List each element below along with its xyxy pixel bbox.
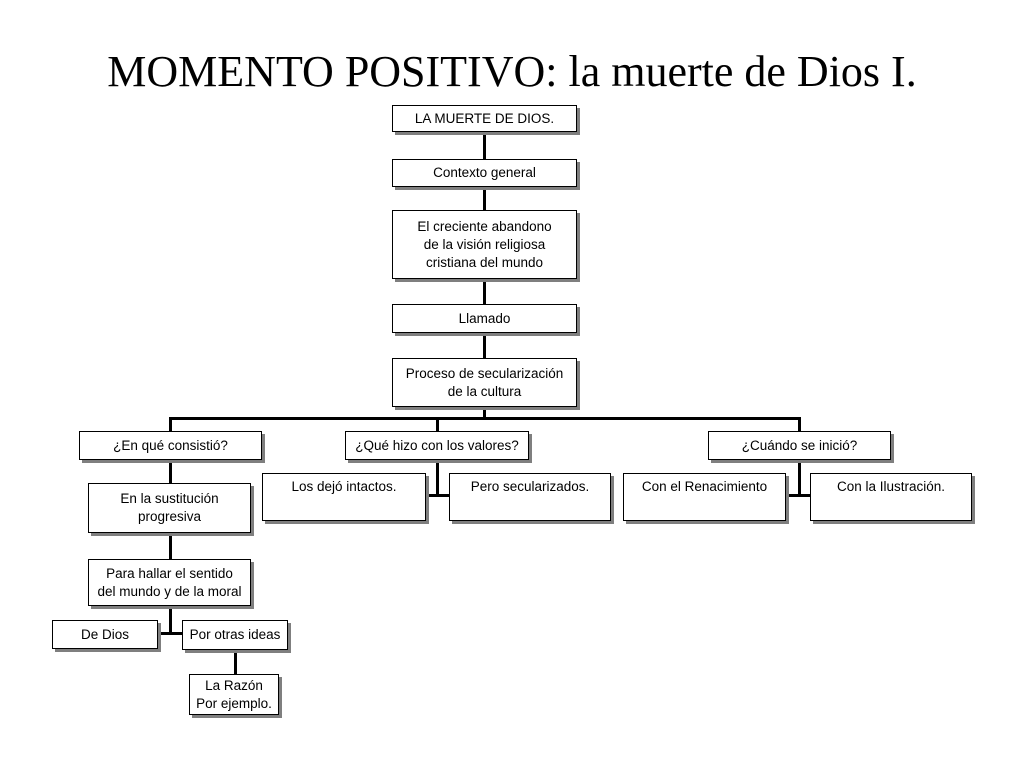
connector xyxy=(169,460,172,483)
connector xyxy=(169,417,172,431)
node-meaning-label: Para hallar el sentido del mundo y de la… xyxy=(97,565,242,599)
node-root-label: LA MUERTE DE DIOS. xyxy=(414,110,555,126)
node-q-when: ¿Cuándo se inició? xyxy=(708,431,891,460)
node-q-consist: ¿En qué consistió? xyxy=(79,431,262,460)
connector xyxy=(483,187,486,210)
node-renaissance-label: Con el Renacimiento xyxy=(641,479,768,494)
node-q-when-label: ¿Cuándo se inició? xyxy=(741,437,858,453)
node-renaissance: Con el Renacimiento xyxy=(623,473,786,521)
node-other-ideas: Por otras ideas xyxy=(182,620,288,650)
node-process: Proceso de secularización de la cultura xyxy=(392,358,577,407)
node-meaning: Para hallar el sentido del mundo y de la… xyxy=(88,559,251,606)
connector xyxy=(169,417,801,420)
node-called-label: Llamado xyxy=(458,310,511,326)
node-of-god-label: De Dios xyxy=(80,626,129,642)
node-of-god: De Dios xyxy=(52,620,158,649)
connector xyxy=(483,279,486,304)
node-intact: Los dejó intactos. xyxy=(262,473,426,521)
node-secularized-label: Pero secularizados. xyxy=(470,479,590,494)
connector xyxy=(483,132,486,159)
connector xyxy=(158,632,182,635)
node-intact-label: Los dejó intactos. xyxy=(291,479,397,494)
node-secularized: Pero secularizados. xyxy=(449,473,611,521)
node-q-values-label: ¿Qué hizo con los valores? xyxy=(355,437,519,453)
node-substitution-label: En la sustitución progresiva xyxy=(120,491,219,524)
node-root: LA MUERTE DE DIOS. xyxy=(392,105,577,132)
connector xyxy=(483,333,486,358)
node-called: Llamado xyxy=(392,304,577,333)
node-enlightenment-label: Con la Ilustración. xyxy=(836,479,946,494)
node-context: Contexto general xyxy=(392,159,577,187)
node-substitution: En la sustitución progresiva xyxy=(88,483,251,533)
connector xyxy=(483,407,486,419)
connector xyxy=(798,460,801,496)
connector xyxy=(169,533,172,559)
connector xyxy=(786,494,810,497)
node-q-consist-label: ¿En qué consistió? xyxy=(113,437,228,453)
node-process-label: Proceso de secularización de la cultura xyxy=(405,365,564,399)
node-abandon-label: El creciente abandono de la visión relig… xyxy=(417,218,552,270)
node-abandon: El creciente abandono de la visión relig… xyxy=(392,210,577,279)
connector xyxy=(798,417,801,431)
connector xyxy=(169,606,172,635)
node-q-values: ¿Qué hizo con los valores? xyxy=(345,431,529,460)
connector xyxy=(426,494,449,497)
page-title: MOMENTO POSITIVO: la muerte de Dios I. xyxy=(107,47,917,96)
connector xyxy=(234,650,237,674)
node-other-ideas-label: Por otras ideas xyxy=(189,627,281,642)
connector xyxy=(436,460,439,496)
node-enlightenment: Con la Ilustración. xyxy=(810,473,972,521)
node-context-label: Contexto general xyxy=(433,165,536,180)
node-reason: La Razón Por ejemplo. xyxy=(189,674,279,715)
node-reason-label: La Razón Por ejemplo. xyxy=(196,677,272,711)
connector xyxy=(436,417,439,431)
